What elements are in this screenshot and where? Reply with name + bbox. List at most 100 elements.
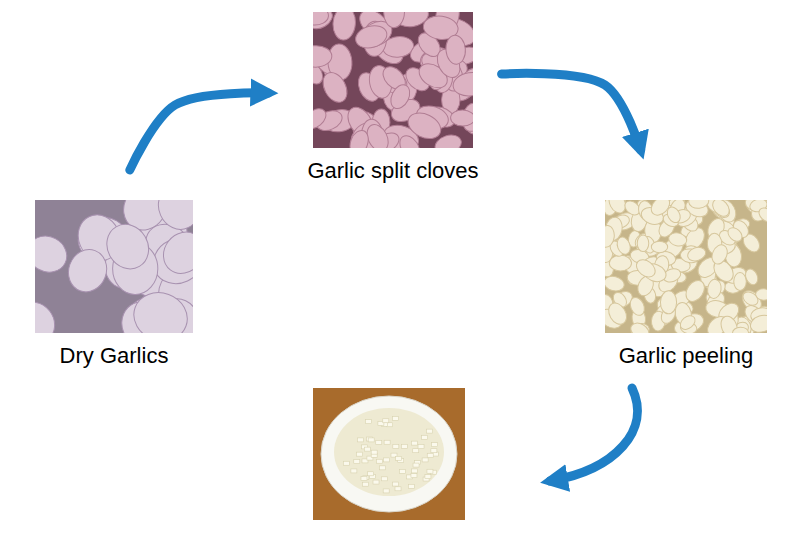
garlic-piece [688, 200, 709, 209]
garlic-piece [35, 229, 73, 278]
garlic-piece [609, 255, 631, 271]
minced-piece [422, 435, 428, 439]
minced-piece [399, 469, 405, 473]
photo-node: Garlic split cloves [303, 12, 482, 184]
garlic-piece [665, 205, 683, 225]
garlic-piece [404, 108, 445, 144]
minced-piece [373, 480, 379, 484]
minced-piece [422, 458, 428, 462]
garlic-piece [637, 235, 649, 252]
minced-piece [363, 482, 369, 486]
minced-piece [351, 469, 357, 473]
minced-piece [343, 461, 349, 465]
garlic-photo [313, 12, 473, 148]
garlic-piece [383, 12, 405, 28]
garlic-piece [709, 242, 730, 266]
flow-arrow [502, 73, 641, 150]
garlic-piece [682, 277, 708, 305]
minced-piece [384, 458, 390, 462]
minced-piece [357, 452, 363, 456]
garlic-piece [445, 34, 467, 65]
minced-piece [376, 440, 382, 444]
garlic-piece [706, 278, 722, 299]
garlic-piece [605, 225, 615, 249]
garlic-photo [605, 200, 767, 333]
garlic-piece [660, 291, 677, 314]
garlic-piece [35, 294, 63, 333]
flow-arrow [130, 93, 269, 170]
minced-piece [393, 482, 399, 486]
garlic-piece [628, 320, 651, 333]
minced-piece [395, 487, 401, 491]
minced-garlic [334, 408, 444, 496]
garlic-piece [353, 22, 390, 51]
garlic-piece [151, 200, 193, 236]
photo-ground [313, 388, 465, 520]
minced-piece [377, 459, 383, 463]
garlic-piece [748, 313, 767, 333]
garlic-piece [678, 313, 698, 332]
garlic-photo [35, 200, 193, 333]
garlic-piece [318, 68, 352, 106]
garlic-piece [450, 110, 473, 127]
photo-node: Garlic peeling [605, 200, 767, 369]
garlic-piece [62, 244, 112, 297]
garlic-piece [155, 224, 193, 281]
minced-piece [396, 456, 402, 460]
minced-piece [413, 463, 419, 467]
node-caption: Dry Garlics [60, 343, 169, 369]
garlic-piece [605, 274, 626, 293]
minced-piece [432, 443, 438, 447]
garlic-piece [686, 245, 708, 263]
garlic-piece [732, 327, 748, 333]
minced-piece [426, 429, 432, 433]
minced-piece [427, 469, 433, 473]
minced-piece [393, 416, 399, 420]
minced-piece [366, 420, 372, 424]
minced-piece [418, 445, 424, 449]
minced-piece [431, 449, 437, 453]
minced-piece [383, 489, 389, 493]
minced-piece [368, 472, 374, 476]
node-caption: Garlic peeling [619, 343, 754, 369]
minced-piece [425, 475, 431, 479]
minced-piece [361, 477, 367, 481]
minced-piece [354, 460, 360, 464]
garlic-photo [313, 388, 465, 520]
minced-piece [401, 444, 407, 448]
garlic-piece [709, 200, 732, 220]
minced-piece [381, 477, 387, 481]
minced-piece [383, 419, 389, 423]
garlic-piece [734, 273, 747, 291]
garlic-piece [347, 128, 372, 148]
garlic-piece [605, 300, 630, 328]
photo-node: Dry Garlics [35, 200, 193, 369]
minced-piece [357, 438, 363, 442]
garlic-piece [127, 285, 193, 333]
garlic-piece [332, 12, 357, 41]
minced-piece [368, 438, 374, 442]
garlic-piece [743, 267, 760, 286]
garlic-piece [651, 241, 667, 252]
garlic-piece [313, 12, 329, 27]
minced-piece [364, 447, 370, 451]
garlic-piece [387, 82, 413, 112]
garlic-piece [756, 205, 767, 224]
photo-ground [605, 200, 767, 333]
minced-piece [380, 466, 386, 470]
bowl [321, 396, 457, 512]
minced-piece [411, 441, 417, 445]
flow-arrow [550, 388, 637, 481]
minced-piece [371, 450, 377, 454]
minced-piece [427, 453, 433, 457]
minced-piece [412, 469, 418, 473]
minced-piece [411, 474, 417, 478]
garlic-piece [99, 217, 157, 277]
garlic-piece [313, 45, 332, 67]
garlic-piece [313, 105, 330, 133]
garlic-piece [633, 256, 658, 280]
garlic-piece [628, 295, 648, 317]
node-caption: Garlic split cloves [307, 158, 478, 184]
